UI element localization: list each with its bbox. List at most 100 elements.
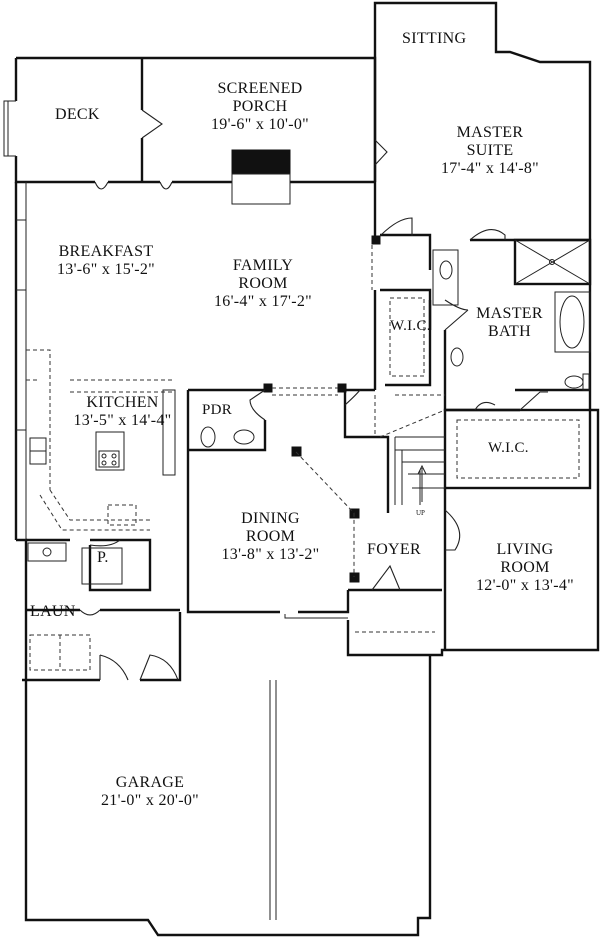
wic2-door	[474, 401, 496, 411]
foyer-closet-door	[371, 564, 401, 591]
family-east-wall	[343, 388, 390, 513]
column-1	[291, 446, 302, 457]
entry-post-1	[371, 235, 381, 245]
west-exterior-wall	[14, 182, 28, 682]
laundry-wall	[26, 608, 182, 650]
foyer-name: FOYER	[367, 541, 421, 558]
deck-door	[141, 109, 163, 139]
garage-outer-wall	[24, 655, 432, 937]
laundry-name: LAUN	[30, 603, 76, 620]
sitting-label: SITTING	[402, 30, 466, 48]
garage-dims: 21'-0" x 20'-0"	[101, 791, 199, 809]
stair-up-text: UP	[416, 509, 425, 517]
living-door	[444, 509, 461, 551]
shower-x	[514, 239, 591, 285]
garage-door-2	[139, 654, 179, 681]
master-wic-walls	[380, 288, 432, 387]
master-toilet-tank	[582, 373, 590, 391]
garage-north-wall	[26, 650, 182, 682]
shower-drain	[549, 259, 555, 265]
pantry-name: P.	[97, 549, 109, 566]
garage-name: GARAGE	[115, 774, 185, 791]
wic-master-label: W.I.C.	[390, 318, 431, 335]
cooktop	[98, 450, 120, 468]
kitchen-counter-top	[70, 379, 175, 393]
dining-walls	[186, 470, 350, 614]
kitchen-counter-left	[26, 349, 51, 490]
pdr-name: PDR	[202, 402, 233, 418]
porch-door-right	[374, 139, 388, 166]
pantry-shelf	[81, 547, 123, 585]
kitchen-island	[95, 431, 125, 471]
screened-porch-label: SCREENED PORCH 19'-6" x 10'-0"	[190, 80, 330, 134]
pantry-door	[89, 539, 121, 547]
breakfast-label: BREAKFAST 13'-6" x 15'-2"	[36, 243, 176, 279]
burner-3	[101, 460, 107, 466]
column-dash-line	[295, 451, 355, 577]
kitchen-peninsula	[39, 489, 150, 531]
kitchen-name: KITCHEN	[86, 394, 159, 411]
refrigerator	[162, 389, 176, 476]
stair-up-label: UP	[416, 509, 425, 518]
kitchen-appliance	[107, 504, 137, 526]
fireplace	[231, 149, 291, 175]
living-room-name-2: ROOM	[500, 558, 550, 576]
screened-porch-name-1: SCREENED	[217, 80, 303, 97]
screened-porch-dims: 19'-6" x 10'-0"	[211, 115, 309, 133]
master-suite-dims: 17'-4" x 14'-8"	[441, 159, 539, 177]
dining-room-name-1: DINING	[241, 510, 300, 527]
master-wic-shelf	[389, 297, 425, 377]
west-window-marks	[16, 219, 26, 431]
master-tub	[559, 295, 585, 349]
master-bath-name-1: MASTER	[476, 305, 543, 322]
deck-label: DECK	[55, 106, 100, 124]
sitting-name: SITTING	[402, 30, 467, 47]
living-room-label: LIVING ROOM 12'-0" x 13'-4"	[460, 541, 590, 595]
laundry-sink-bowl	[42, 547, 52, 557]
burner-2	[111, 453, 117, 459]
stair-landing-dash	[374, 394, 446, 438]
bath-door	[444, 299, 469, 331]
porch-door-left	[94, 181, 173, 190]
family-room-name-2: ROOM	[238, 274, 288, 292]
kitchen-pantry-wall	[26, 538, 152, 592]
wic-second-name: W.I.C.	[488, 440, 529, 456]
family-room-dims: 16'-4" x 17'-2"	[214, 292, 312, 310]
wic-second-label: W.I.C.	[488, 440, 529, 457]
second-wic-walls	[443, 408, 592, 490]
master-wing-outer-wall	[373, 1, 592, 234]
pdr-label: PDR	[202, 402, 232, 419]
laundry-sink	[27, 542, 67, 562]
entry-post-2	[263, 383, 273, 393]
stair	[394, 436, 445, 505]
breakfast-dims: 13'-6" x 15'-2"	[57, 260, 155, 278]
garage-front-step	[284, 614, 348, 619]
east-exterior-wall	[346, 234, 600, 657]
living-room-name-1: LIVING	[496, 541, 554, 558]
dining-room-dims: 13'-8" x 13'-2"	[221, 545, 320, 563]
second-wic-shelf	[456, 419, 580, 479]
master-sink-2	[450, 347, 464, 367]
fireplace-hearth	[231, 173, 291, 205]
master-suite-name-2: SUITE	[466, 141, 514, 159]
master-bath-walls	[428, 240, 590, 412]
laundry-door	[79, 609, 101, 616]
garage-inner-line	[269, 680, 277, 920]
master-vanity	[432, 249, 459, 306]
master-shower	[513, 238, 592, 286]
pdr-sink	[233, 429, 255, 445]
pdr-door	[249, 389, 266, 421]
family-room-label: FAMILY ROOM 16'-4" x 17'-2"	[193, 257, 333, 311]
pantry-label: P.	[97, 549, 109, 567]
master-entry-door	[379, 217, 413, 237]
laundry-label: LAUN	[30, 603, 76, 621]
breakfast-name: BREAKFAST	[58, 243, 154, 260]
master-bath-label: MASTER BATH	[462, 305, 557, 341]
pdr-toilet	[200, 426, 216, 448]
wic-master-name: W.I.C.	[390, 318, 431, 334]
burner-4	[111, 460, 117, 466]
master-toilet	[564, 375, 584, 389]
burner-1	[101, 453, 107, 459]
master-sink-1	[439, 260, 453, 280]
